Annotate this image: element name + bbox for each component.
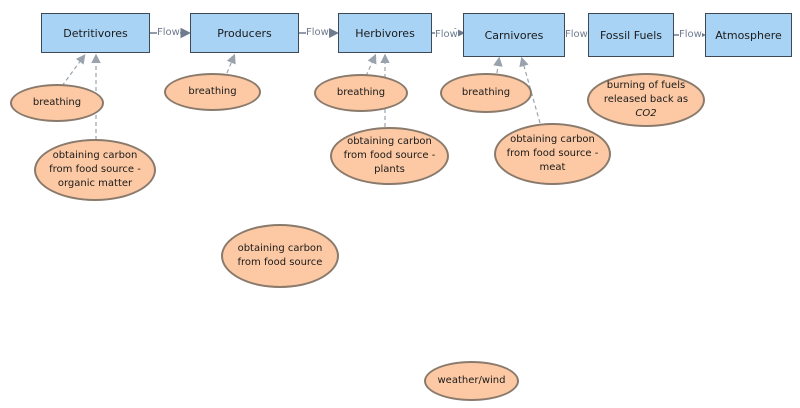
variable-carbon-organic-matter[interactable]: obtaining carbon from food source - orga… <box>34 139 156 201</box>
stock-carnivores[interactable]: Carnivores <box>463 13 565 57</box>
variable-breathing-carnivores[interactable]: breathing <box>440 73 532 113</box>
variable-breathing-producers[interactable]: breathing <box>164 73 261 111</box>
variable-weather-wind[interactable]: weather/wind <box>424 361 519 401</box>
stock-producers[interactable]: Producers <box>190 13 299 53</box>
flow-label-producers-herbivores: Flow <box>306 27 329 39</box>
variable-label: breathing <box>461 87 511 98</box>
connector-breathing-carnivores[interactable] <box>493 56 503 74</box>
stock-fossil-fuels[interactable]: Fossil Fuels <box>588 13 674 57</box>
stock-atmosphere[interactable]: Atmosphere <box>705 13 792 57</box>
stock-label: Detritivores <box>63 26 128 40</box>
stock-label: Fossil Fuels <box>600 28 662 42</box>
stock-label: Carnivores <box>484 28 544 42</box>
variable-burning-fuels[interactable]: burning of fuels released back as CO2 <box>587 73 705 127</box>
variable-label: breathing <box>188 86 237 97</box>
burning-fuels-text: burning of fuels released back as <box>603 80 689 105</box>
variable-carbon-plants[interactable]: obtaining carbon from food source - plan… <box>330 127 449 185</box>
co2-text: CO2 <box>635 108 657 119</box>
variable-breathing-herbivores[interactable]: breathing <box>314 74 408 112</box>
variable-carbon-food-source[interactable]: obtaining carbon from food source <box>221 224 339 288</box>
flow-label-herbivores-carnivores: Flow <box>435 29 458 41</box>
variable-breathing-detritivores[interactable]: breathing <box>10 84 104 122</box>
stock-label: Atmosphere <box>715 28 782 42</box>
variable-label: obtaining carbon from food source - meat <box>506 134 599 173</box>
flow-label-fossil-fuels-atmosphere: Flow <box>679 29 702 41</box>
flow-label-detritivores-producers: Flow <box>157 27 180 39</box>
variable-label: weather/wind <box>437 375 506 386</box>
flow-label-carnivores-fossil-fuels: Flow <box>565 29 588 41</box>
stock-detritivores[interactable]: Detritivores <box>41 13 150 53</box>
variable-label: obtaining carbon from food source - orga… <box>49 150 141 189</box>
variable-label: obtaining carbon from food source <box>237 243 323 268</box>
connector-breathing-herbivores[interactable] <box>365 53 377 77</box>
stock-herbivores[interactable]: Herbivores <box>338 13 432 53</box>
variable-label: breathing <box>32 97 82 108</box>
variable-carbon-meat[interactable]: obtaining carbon from food source - meat <box>494 123 611 185</box>
variable-label: breathing <box>336 87 386 98</box>
connector-breathing-detritivores[interactable] <box>61 54 86 87</box>
stock-label: Herbivores <box>355 26 415 40</box>
stock-label: Producers <box>217 26 272 40</box>
variable-label: burning of fuels released back as CO2 <box>593 79 699 121</box>
connector-breathing-producers[interactable] <box>226 53 236 74</box>
variable-label: obtaining carbon from food source - plan… <box>343 136 436 175</box>
